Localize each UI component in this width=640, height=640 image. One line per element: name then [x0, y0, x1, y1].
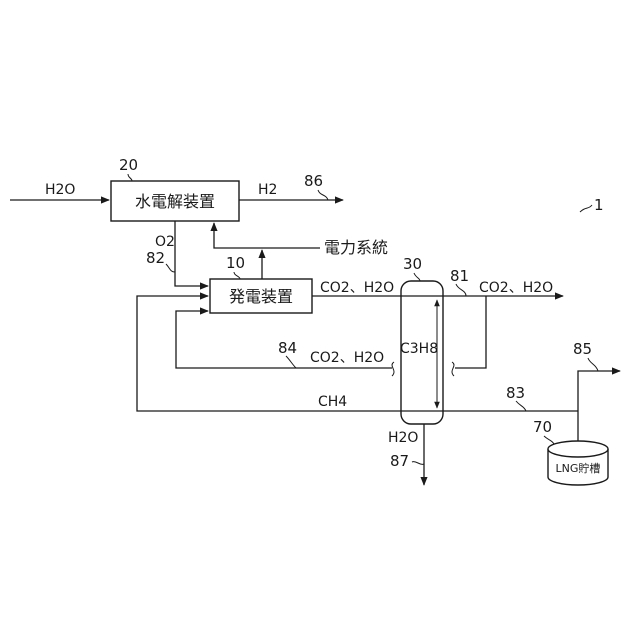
water-line-ref-leader	[412, 462, 424, 465]
hydrogen-line-ref: 86	[304, 172, 323, 190]
recycle-right-loop	[455, 296, 486, 368]
recycle-line-ref: 84	[278, 339, 297, 357]
power-grid-line	[214, 223, 320, 248]
oxygen-line-ref-leader	[166, 264, 175, 272]
figure-number: 1	[594, 196, 604, 214]
oxygen-label: O2	[155, 234, 175, 250]
oxygen-line-ref: 82	[146, 249, 165, 267]
recycle-label: CO2、H2O	[310, 350, 384, 366]
power-generator-label: 発電装置	[229, 287, 293, 306]
separator-top-label: CO2、H2O	[479, 280, 553, 296]
hydrogen-label: H2	[258, 182, 277, 198]
figure-leader-line	[580, 205, 592, 212]
water-electrolysis-label: 水電解装置	[135, 192, 215, 211]
water-output-label: H2O	[388, 430, 418, 446]
recycle-line-ref-leader	[286, 356, 296, 368]
separator-label: C3H8	[400, 341, 438, 357]
exhaust-label: CO2、H2O	[320, 280, 394, 296]
lng-output-line	[578, 371, 620, 441]
lng-storage-ref-leader	[544, 436, 554, 444]
exhaust-line-ref-leader	[456, 284, 466, 296]
lng-output-ref: 85	[573, 340, 592, 358]
methane-line-ref-leader	[516, 401, 526, 411]
recycle-break-left	[392, 362, 394, 376]
hydrogen-line-ref-leader	[318, 190, 328, 200]
oxygen-line	[175, 221, 208, 286]
water-electrolysis-ref: 20	[119, 156, 138, 174]
power-grid-label: 電力系統	[324, 238, 388, 257]
lng-storage-label: LNG貯槽	[556, 462, 601, 475]
separator-ref-leader	[414, 273, 420, 281]
exhaust-line-ref: 81	[450, 267, 469, 285]
recycle-break-right	[452, 362, 454, 376]
methane-line-ref: 83	[506, 384, 525, 402]
water-input-label: H2O	[45, 182, 75, 198]
water-electrolysis-ref-leader	[128, 174, 132, 181]
lng-storage-ref: 70	[533, 418, 552, 436]
power-generator-ref-leader	[234, 272, 240, 279]
water-line-ref: 87	[390, 452, 409, 470]
methane-label: CH4	[318, 394, 347, 410]
separator-ref: 30	[403, 255, 422, 273]
power-generator-ref: 10	[226, 254, 245, 272]
lng-output-ref-leader	[588, 358, 598, 371]
lng-storage-tank-top	[548, 441, 608, 457]
